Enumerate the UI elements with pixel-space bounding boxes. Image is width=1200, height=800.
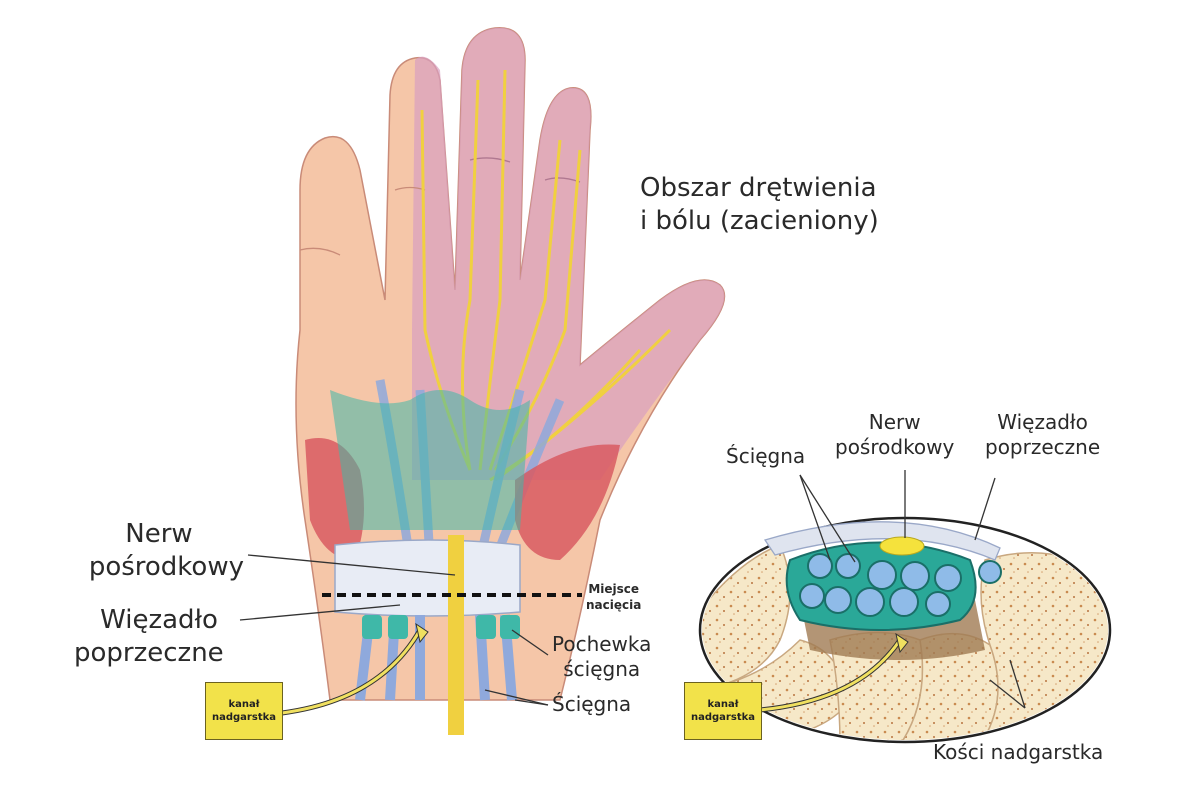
median-nerve-label: Nerw pośrodkowy [74, 518, 244, 584]
cs-ligament-line2: poprzeczne [985, 435, 1101, 459]
canal-box-left: kanał nadgarstka [205, 682, 283, 740]
muscle-right [515, 444, 620, 560]
cs-nerve-label: Nerw pośrodkowy [835, 410, 954, 460]
cross-section [698, 470, 1112, 744]
cs-ligament-line1: Więzadło [997, 410, 1088, 434]
ligament-line1: Więzadło [100, 605, 218, 635]
canal-box-left-line1: kanał [228, 699, 260, 710]
incision-line2: nacięcia [586, 598, 642, 612]
canal-box-right-line1: kanał [707, 699, 739, 710]
median-nerve-line1: Nerw [125, 519, 193, 549]
incision-line1: Miejsce [588, 582, 640, 596]
leader-lines [239, 554, 549, 706]
cs-tendons-label: Ścięgna [726, 444, 806, 468]
transverse-ligament [334, 539, 521, 617]
tendons-label: Ścięgna [552, 692, 632, 716]
median-nerve-line2: pośrodkowy [88, 552, 244, 582]
numbness-area-label: Obszar drętwienia i bólu (zacieniony) [640, 172, 879, 238]
numbness-line2: i bólu (zacieniony) [640, 206, 879, 236]
canal-box-left-line2: nadgarstka [212, 712, 276, 723]
cs-nerve-line1: Nerw [868, 410, 921, 434]
ligament-label: Więzadło poprzeczne [74, 604, 244, 670]
median-nerve [448, 535, 464, 735]
cs-bones-label: Kości nadgarstka [933, 740, 1104, 764]
canal-box-right-line2: nadgarstka [691, 712, 755, 723]
cs-ligament-label: Więzadło poprzeczne [985, 410, 1100, 460]
sheath-label: Pochewka ścięgna [552, 632, 651, 682]
incision-label: Miejsce nacięcia [586, 581, 641, 613]
tendon-sheaths [362, 615, 520, 639]
palm-sheath [330, 390, 530, 530]
canal-box-right: kanał nadgarstka [684, 682, 762, 740]
cs-nerve-line2: pośrodkowy [835, 435, 955, 459]
numbness-line1: Obszar drętwienia [640, 173, 877, 203]
sheath-line1: Pochewka [552, 632, 652, 656]
sheath-line2: ścięgna [563, 657, 641, 681]
cs-median-nerve [879, 536, 925, 556]
ligament-line2: poprzeczne [74, 638, 224, 668]
